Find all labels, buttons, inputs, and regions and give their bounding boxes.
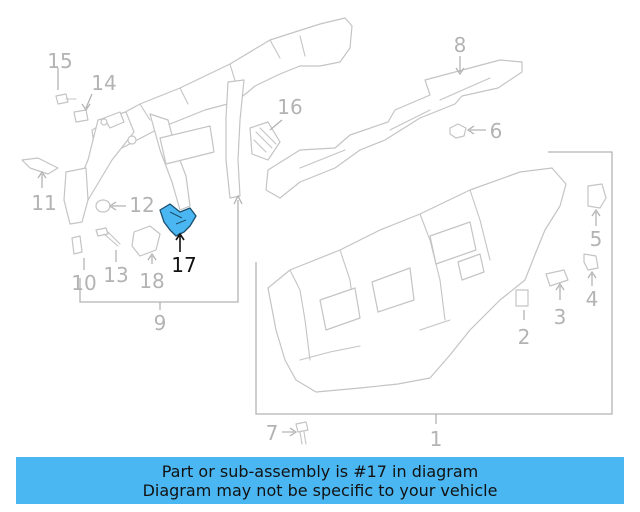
callout-6: 6 — [490, 119, 503, 143]
part-1-instrument-panel — [267, 167, 567, 393]
parts-diagram: 1 2 3 4 5 6 7 8 9 10 11 12 13 14 15 16 1… — [21, 17, 613, 451]
part-11-bracket — [21, 157, 59, 175]
callout-11: 11 — [31, 191, 56, 215]
callout-5: 5 — [590, 227, 603, 251]
info-banner: Part or sub-assembly is #17 in diagram D… — [16, 457, 624, 504]
callout-7: 7 — [266, 421, 279, 445]
part-3-plug — [545, 269, 569, 287]
callout-3: 3 — [554, 305, 567, 329]
leader-5 — [591, 208, 601, 226]
part-5-cover — [587, 183, 607, 209]
leader-6 — [466, 125, 486, 135]
part-15-bolt — [55, 93, 77, 105]
leader-12 — [108, 201, 126, 211]
leader-3 — [555, 282, 565, 300]
callout-16: 16 — [277, 95, 302, 119]
part-17-bracket-highlight — [159, 203, 197, 237]
leader-17 — [175, 232, 185, 252]
banner-line-1: Part or sub-assembly is #17 in diagram — [161, 461, 479, 481]
callout-1: 1 — [430, 427, 443, 451]
callout-8: 8 — [454, 33, 467, 57]
part-4-bracket — [583, 253, 599, 271]
callout-15: 15 — [47, 49, 72, 73]
callout-18: 18 — [139, 269, 164, 293]
leader-4 — [587, 270, 597, 286]
leader-11 — [37, 170, 47, 188]
part-8-padding — [265, 59, 523, 199]
leader-14 — [81, 93, 93, 112]
callout-9: 9 — [154, 311, 167, 335]
part-18-bracket — [131, 225, 161, 257]
part-9-crosscar-beam — [63, 17, 353, 225]
callout-10: 10 — [71, 271, 96, 295]
callout-14: 14 — [91, 71, 116, 95]
part-7-bolt — [295, 421, 309, 445]
callout-13: 13 — [103, 263, 128, 287]
part-13-bolt — [95, 227, 121, 247]
leader-16 — [269, 119, 283, 131]
leader-18 — [147, 252, 157, 264]
callout-4: 4 — [586, 287, 599, 311]
part-10-clip — [71, 235, 83, 255]
bracket-part-9 — [79, 200, 239, 303]
part-2-clip — [515, 289, 529, 307]
part-14-nut — [73, 109, 89, 123]
part-12-nut — [95, 199, 111, 213]
banner-line-2: Diagram may not be specific to your vehi… — [142, 480, 498, 500]
part-6-clip — [449, 123, 467, 139]
callout-12: 12 — [129, 193, 154, 217]
callout-17: 17 — [171, 253, 196, 277]
bracket-part-9-arrow — [233, 194, 243, 205]
leader-8 — [455, 56, 465, 76]
box-part-1 — [255, 151, 613, 415]
callout-2: 2 — [518, 325, 531, 349]
leader-7 — [282, 427, 298, 437]
part-16-vent — [249, 121, 281, 161]
